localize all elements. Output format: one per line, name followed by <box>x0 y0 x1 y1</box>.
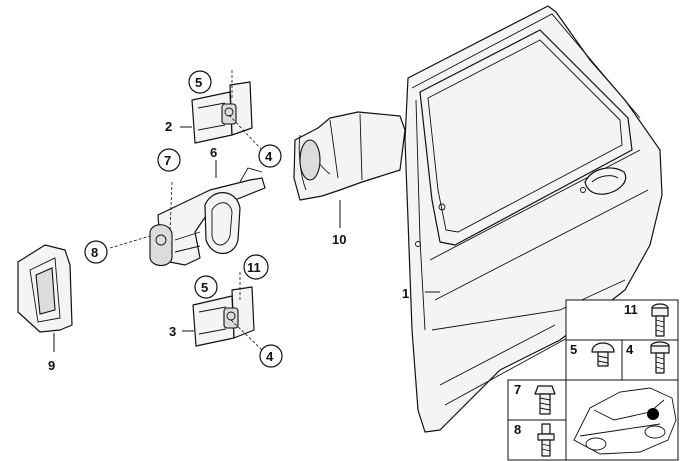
car-locator-icon <box>573 387 677 455</box>
bolt-8-icon <box>537 423 555 457</box>
callout-3: 3 <box>169 324 176 339</box>
upper-hinge <box>191 81 253 144</box>
legend-label-4: 4 <box>626 342 634 357</box>
lower-hinge <box>192 286 255 347</box>
callout-4-upper: 4 <box>265 149 273 164</box>
bolt-11-icon <box>651 303 669 337</box>
bolt-5-icon <box>591 342 615 367</box>
callout-8: 8 <box>91 245 98 260</box>
callout-7: 7 <box>164 153 171 168</box>
bolt-4-icon <box>650 341 670 374</box>
stop-pad <box>17 244 73 333</box>
callout-5-upper: 5 <box>195 75 202 90</box>
door-check-strap <box>149 167 266 267</box>
location-marker <box>647 408 659 420</box>
callout-6: 6 <box>210 145 217 160</box>
callout-11: 11 <box>247 260 261 275</box>
door-check-cover <box>293 111 406 201</box>
legend-label-5: 5 <box>570 342 577 357</box>
callout-1: 1 <box>402 286 409 301</box>
fastener-legend: 11 5 4 7 8 <box>507 299 679 461</box>
callout-5-lower: 5 <box>201 280 208 295</box>
callout-9: 9 <box>48 358 55 373</box>
callout-4-lower: 4 <box>266 349 274 364</box>
callout-2: 2 <box>165 119 172 134</box>
callout-10: 10 <box>332 232 346 247</box>
legend-label-7: 7 <box>514 382 521 397</box>
legend-label-8: 8 <box>514 422 521 437</box>
legend-label-11: 11 <box>624 302 638 317</box>
bolt-7-icon <box>534 385 556 415</box>
